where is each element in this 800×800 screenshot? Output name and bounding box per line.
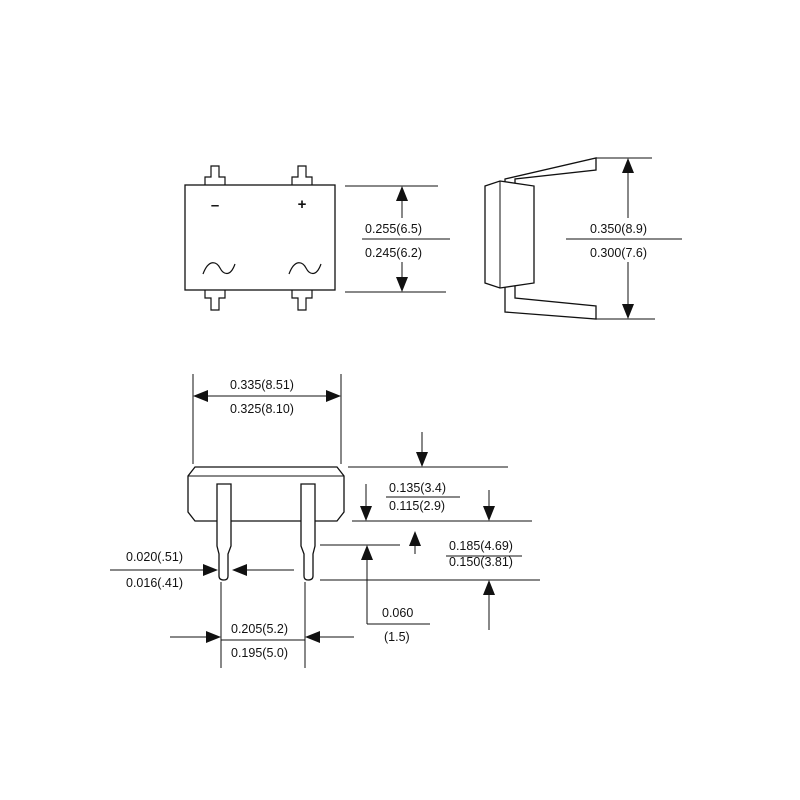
lead-left — [216, 483, 232, 581]
ac-symbol-icon — [202, 262, 236, 275]
arrow-head-icon — [232, 564, 247, 576]
height-min-label: 0.300(7.6) — [590, 246, 647, 260]
terminal-top-right — [291, 165, 313, 185]
arrow-head-icon — [483, 580, 495, 595]
arrow-head-icon — [360, 506, 372, 521]
side-view: 0.350(8.9) 0.300(7.6) — [484, 157, 682, 320]
arrow-head-icon — [622, 158, 634, 173]
terminal-bottom-right — [291, 290, 313, 311]
arrow-head-icon — [416, 452, 428, 467]
arrow-head-icon — [409, 531, 421, 546]
lead-diameter-max-label: 0.020(.51) — [126, 550, 183, 564]
body-length-min-label: 0.325(8.10) — [230, 402, 294, 416]
side-view-leads — [504, 157, 597, 320]
lead-right — [300, 483, 316, 581]
arrow-head-icon — [483, 506, 495, 521]
arrow-head-icon — [361, 545, 373, 560]
arrow-head-icon — [622, 304, 634, 319]
front-view: 0.335(8.51) 0.325(8.10) 0.135(3.4) 0.115… — [110, 374, 540, 668]
arrow-head-icon — [193, 390, 208, 402]
arrow-head-icon — [326, 390, 341, 402]
top-view-body — [184, 184, 336, 291]
body-thickness-min-label: 0.115(2.9) — [389, 499, 445, 513]
body-length-max-label: 0.335(8.51) — [230, 378, 294, 392]
terminal-top-left — [204, 165, 226, 185]
arrow-head-icon — [396, 277, 408, 292]
lead-diameter-min-label: 0.016(.41) — [126, 576, 183, 590]
lead-length-max-label: 0.185(4.69) — [449, 539, 513, 553]
side-view-body — [484, 180, 535, 289]
width-max-label: 0.255(6.5) — [365, 222, 422, 236]
body-thickness-max-label: 0.135(3.4) — [389, 481, 446, 495]
lead-offset-mm-label: (1.5) — [384, 630, 410, 644]
lead-spacing-min-label: 0.195(5.0) — [231, 646, 288, 660]
negative-terminal-label: – — [211, 197, 219, 214]
lead-offset-in-label: 0.060 — [382, 606, 413, 620]
arrow-head-icon — [305, 631, 320, 643]
lead-spacing-max-label: 0.205(5.2) — [231, 622, 288, 636]
arrow-head-icon — [203, 564, 218, 576]
top-view: – + 0.255(6.5) 0.245(6.2) — [184, 165, 450, 311]
positive-terminal-label: + — [298, 196, 307, 213]
arrow-head-icon — [206, 631, 221, 643]
lead-length-min-label: 0.150(3.81) — [449, 555, 513, 569]
terminal-bottom-left — [204, 290, 226, 311]
width-min-label: 0.245(6.2) — [365, 246, 422, 260]
arrow-head-icon — [396, 186, 408, 201]
height-max-label: 0.350(8.9) — [590, 222, 647, 236]
front-view-body — [187, 466, 345, 522]
ac-symbol-icon — [288, 262, 322, 275]
